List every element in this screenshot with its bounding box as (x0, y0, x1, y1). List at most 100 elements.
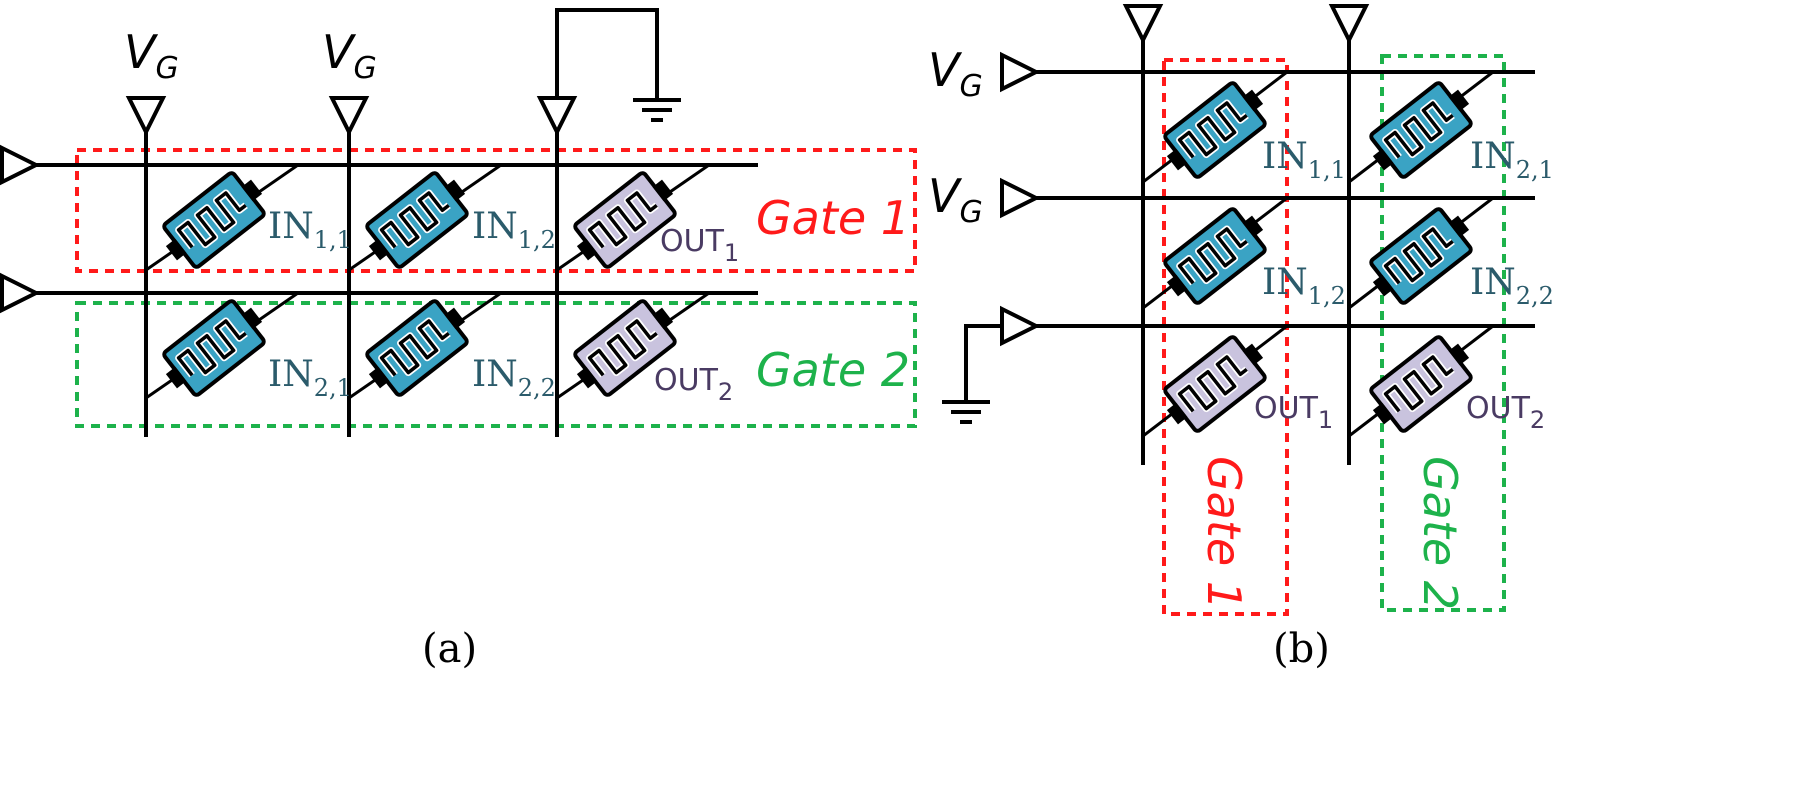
input-device-label-sub: 1,2 (518, 226, 556, 254)
column-2-terminal-icon (1328, 3, 1370, 45)
input-device-label: IN1,1 (268, 206, 352, 254)
device-meander (176, 191, 247, 249)
panel-a-label: (a) (422, 626, 477, 672)
output-device-label-main: OUT (1254, 391, 1319, 426)
vg-label-sub: G (959, 195, 982, 230)
device-meander (1383, 101, 1454, 159)
input-device-label-main: IN (472, 354, 518, 395)
device-cap-right (1242, 215, 1264, 238)
input-device-label-sub: 2,2 (1516, 282, 1554, 310)
vg-label-main: V (928, 169, 963, 223)
column-2-terminal-icon (328, 96, 370, 137)
device-cap-right (1448, 89, 1470, 112)
device-meander (587, 319, 658, 377)
memristor-input-icon (162, 171, 266, 269)
gate-1-label: Gate 1 (756, 191, 910, 245)
device-meander (379, 319, 450, 377)
vg-label-sub: G (959, 69, 982, 104)
device-meander (587, 191, 658, 249)
input-device-label: IN2,1 (1470, 136, 1554, 184)
device-cap-right (652, 179, 674, 202)
device-meander (1383, 227, 1454, 285)
device-meander (379, 191, 450, 249)
output-device-label-sub: 1 (724, 239, 739, 267)
panel-b-label: (b) (1273, 626, 1330, 672)
gate-1-box (75, 148, 917, 273)
input-device-label-main: IN (1262, 262, 1308, 303)
output-device-label-sub: 2 (718, 378, 733, 406)
device-cap-right (1448, 215, 1470, 238)
ground-icon (633, 98, 681, 122)
input-device-label-sub: 1,1 (314, 226, 352, 254)
input-device-label: IN1,2 (472, 206, 556, 254)
input-device-label-sub: 1,2 (1308, 282, 1346, 310)
memristor-input-icon (1369, 81, 1473, 179)
vg-label-sub: G (353, 51, 376, 86)
row-2-terminal-icon (0, 272, 41, 314)
input-device-label-main: IN (268, 354, 314, 395)
output-device-label-sub: 1 (1318, 406, 1333, 434)
device-cap-left (576, 366, 598, 389)
gate-2-box (1380, 54, 1506, 612)
output-device-label: OUT1 (1254, 391, 1333, 434)
vg-label: VG (928, 43, 983, 104)
output-device-label: OUT2 (1466, 391, 1545, 434)
device-cap-left (1166, 402, 1188, 425)
memristor-output-icon (573, 299, 677, 397)
device-cap-left (1372, 148, 1394, 171)
gate-2-label: Gate 2 (756, 343, 910, 397)
vg-label-sub: G (155, 51, 178, 86)
input-device-label: IN1,1 (1262, 136, 1346, 184)
input-device-label-main: IN (1470, 136, 1516, 177)
output-device-label-sub: 2 (1530, 406, 1545, 434)
device-cap-left (165, 366, 187, 389)
memristor-input-icon (365, 299, 469, 397)
device-meander (1177, 227, 1248, 285)
device-cap-left (1166, 274, 1188, 297)
input-device-label: IN2,2 (1470, 262, 1554, 310)
device-cap-left (1166, 148, 1188, 171)
memristor-output-icon (573, 171, 677, 269)
memristor-input-icon (1163, 207, 1267, 305)
input-device-label-main: IN (1262, 136, 1308, 177)
device-cap-right (444, 179, 466, 202)
vg-label: VG (124, 25, 179, 86)
vg-label-main: V (928, 43, 963, 97)
device-cap-left (368, 366, 390, 389)
device-cap-right (652, 307, 674, 330)
output-device-label-main: OUT (660, 224, 725, 259)
row-1-terminal-icon (0, 144, 41, 186)
gate-2-box (75, 301, 917, 428)
column-3-terminal-icon (536, 96, 578, 137)
input-device-label-main: IN (472, 206, 518, 247)
input-device-label-sub: 2,1 (314, 374, 352, 402)
gate-1-label: Gate 1 (1197, 456, 1251, 610)
output-device-label: OUT1 (660, 224, 739, 267)
output-device-label-main: OUT (654, 363, 719, 398)
device-cap-right (444, 307, 466, 330)
input-device-label-main: IN (268, 206, 314, 247)
memristor-input-icon (365, 171, 469, 269)
device-cap-left (576, 238, 598, 261)
device-cap-left (165, 238, 187, 261)
row-3-terminal-icon (1000, 305, 1041, 347)
input-device-label: IN2,1 (268, 354, 352, 402)
memristor-output-icon (1163, 335, 1267, 433)
input-device-label: IN2,2 (472, 354, 556, 402)
device-meander (1383, 355, 1454, 413)
device-cap-right (241, 179, 263, 202)
device-cap-left (1372, 274, 1394, 297)
memristor-input-icon (162, 299, 266, 397)
device-meander (176, 319, 247, 377)
vg-label-main: V (124, 25, 159, 79)
memristor-input-icon (1369, 207, 1473, 305)
device-cap-right (1242, 89, 1264, 112)
input-device-label-sub: 2,2 (518, 374, 556, 402)
ground-icon (942, 400, 990, 424)
output-device-label: OUT2 (654, 363, 733, 406)
device-cap-right (1242, 343, 1264, 366)
input-device-label-sub: 2,1 (1516, 156, 1554, 184)
